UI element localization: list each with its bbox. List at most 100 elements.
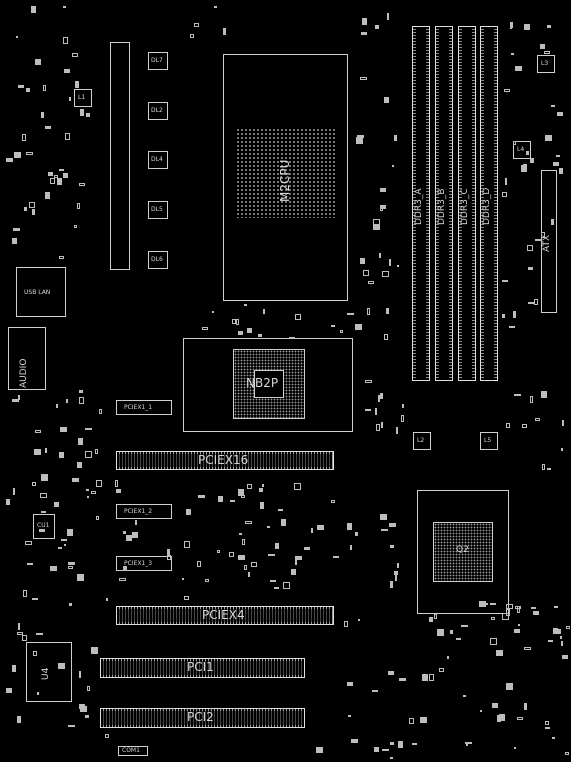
smd-component (510, 22, 512, 29)
smd-component (59, 256, 64, 259)
smd-component (17, 716, 21, 723)
smd-component (541, 232, 545, 238)
smd-component (524, 703, 527, 710)
cpu-socket[interactable] (223, 54, 348, 301)
pch-outline (183, 338, 353, 432)
smd-component (63, 173, 68, 178)
smd-component (547, 468, 551, 470)
bga-chip[interactable] (433, 522, 493, 582)
smd-component (527, 245, 533, 251)
smd-component (559, 168, 563, 174)
smd-component (6, 688, 12, 693)
smd-component (68, 725, 75, 727)
smd-component (350, 545, 352, 550)
cu1-chip[interactable] (33, 514, 55, 539)
smd-component (214, 6, 217, 8)
smd-component (545, 727, 550, 729)
smd-component (390, 742, 394, 745)
smd-component (499, 714, 505, 721)
smd-component (401, 415, 404, 422)
smd-component (521, 165, 527, 172)
smd-component (514, 629, 520, 633)
smd-component (251, 562, 257, 567)
smd-component (13, 488, 15, 495)
smd-component (41, 112, 44, 118)
atx-connector[interactable] (541, 170, 557, 313)
pci2-slot[interactable] (100, 708, 305, 728)
smd-component (331, 325, 335, 327)
smd-component (367, 308, 370, 315)
pch-label: NB2P (246, 376, 279, 390)
smd-component (106, 598, 108, 601)
smd-component (6, 499, 10, 505)
smd-component (561, 641, 563, 646)
pciex1-slot-2[interactable] (116, 504, 172, 519)
smd-component (492, 703, 498, 708)
smd-component (562, 655, 568, 659)
smd-component (259, 488, 263, 492)
smd-component (317, 525, 324, 530)
smd-component (48, 172, 53, 176)
smd-component (238, 331, 243, 335)
audio-connector[interactable] (8, 327, 46, 390)
smd-component (295, 560, 297, 565)
smd-component (123, 531, 126, 534)
u4-label: U4 (41, 667, 51, 680)
u4-chip[interactable] (26, 642, 72, 702)
smd-component (355, 532, 358, 536)
usb-lan-connector[interactable] (16, 267, 66, 317)
pciex16-slot[interactable] (116, 451, 334, 470)
smd-component (6, 158, 13, 162)
smd-component (347, 313, 354, 315)
dimm-a-label: DDR3_A (414, 188, 424, 226)
smd-component (18, 623, 20, 630)
com-header[interactable] (118, 746, 148, 756)
pciex1-slot-3[interactable] (116, 556, 172, 571)
smd-component (41, 511, 46, 513)
smd-component (116, 489, 121, 493)
smd-component (35, 59, 41, 65)
smd-component (496, 650, 503, 656)
smd-component (517, 717, 523, 720)
smd-component (381, 529, 388, 531)
smd-component (530, 158, 534, 163)
smd-component (79, 397, 84, 404)
smd-component (69, 603, 72, 606)
smd-component (434, 614, 437, 619)
smd-component (490, 638, 497, 645)
smd-component (64, 69, 70, 73)
pci1-slot[interactable] (100, 658, 305, 678)
pciex1-slot-1[interactable] (116, 400, 172, 415)
smd-component (363, 270, 369, 276)
smd-component (29, 202, 35, 208)
smd-component (37, 692, 39, 695)
smd-component (205, 579, 209, 582)
pciex4-slot[interactable] (116, 606, 334, 625)
smd-component (548, 640, 553, 642)
smd-component (184, 596, 189, 600)
dimm-slot-c[interactable] (458, 26, 476, 381)
smd-component (380, 514, 387, 520)
smd-component (54, 502, 59, 507)
dimm-slot-d[interactable] (480, 26, 498, 381)
smd-component (351, 739, 358, 743)
smd-component (528, 302, 535, 304)
dimm-slot-a[interactable] (412, 26, 430, 381)
inductor-l1 (74, 89, 92, 107)
pciex4-label: PCIEX4 (202, 608, 245, 622)
smd-component (450, 630, 453, 634)
audio-label: AUDIO (19, 358, 29, 388)
smd-component (365, 380, 372, 383)
smd-component (18, 85, 24, 88)
smd-component (74, 225, 77, 228)
smd-component (115, 480, 118, 487)
smd-component (348, 715, 351, 717)
smd-component (392, 165, 394, 167)
smd-component (68, 562, 75, 565)
smd-component (513, 141, 516, 145)
smd-component (105, 734, 109, 738)
smd-component (340, 330, 343, 333)
smd-component (333, 556, 339, 558)
dimm-slot-b[interactable] (435, 26, 453, 381)
smd-component (420, 717, 427, 723)
